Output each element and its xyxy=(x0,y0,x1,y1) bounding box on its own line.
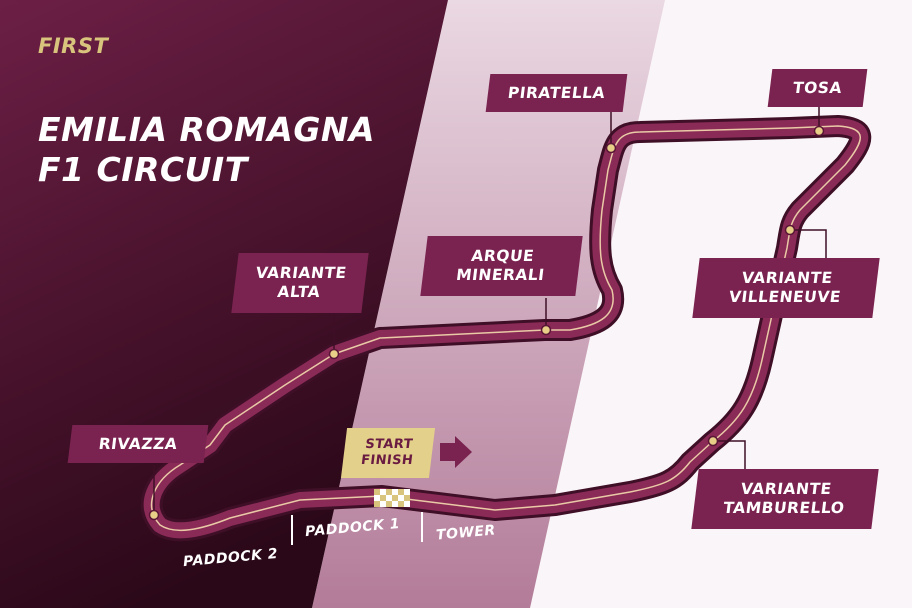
marker-variante-tamburello xyxy=(707,435,719,447)
corner-label-variante-villeneuve: VARIANTE VILLENEUVE xyxy=(692,258,880,318)
direction-arrow xyxy=(440,436,472,468)
page-title-line2: F1 CIRCUIT xyxy=(38,150,248,189)
start-finish-label: START FINISH xyxy=(340,428,436,478)
corner-label-piratella: PIRATELLA xyxy=(485,74,628,112)
marker-variante-alta xyxy=(328,348,340,360)
start-text: START xyxy=(364,436,414,452)
marker-variante-villeneuve xyxy=(784,224,796,236)
corner-markers xyxy=(148,125,825,521)
corner-label-tosa: TOSA xyxy=(767,69,868,107)
finish-text: FINISH xyxy=(360,453,415,468)
brand-label: FIRST xyxy=(38,34,109,58)
corner-label-arque-minerali: ARQUE MINERALI xyxy=(420,236,583,296)
corner-text: VARIANTE xyxy=(739,480,833,499)
marker-rivazza xyxy=(148,509,160,521)
corner-label-rivazza: RIVAZZA xyxy=(67,425,209,463)
zone-divider xyxy=(291,515,293,545)
checkered-flag xyxy=(374,489,410,507)
marker-tosa xyxy=(813,125,825,137)
leader-tamburello xyxy=(713,440,746,470)
leader-lines xyxy=(153,105,827,515)
page-title-line1: EMILIA ROMAGNA xyxy=(38,110,376,149)
marker-arque-minerali xyxy=(540,324,552,336)
marker-piratella xyxy=(605,142,617,154)
corner-text: VILLENEUVE xyxy=(727,288,842,306)
corner-label-variante-tamburello: VARIANTE TAMBURELLO xyxy=(691,469,879,529)
corner-text: PIRATELLA xyxy=(506,83,607,102)
corner-text: TOSA xyxy=(791,78,844,97)
corner-text: TAMBURELLO xyxy=(722,499,846,517)
corner-text: ALTA xyxy=(276,283,322,301)
corner-text: MINERALI xyxy=(455,266,546,284)
zone-divider xyxy=(421,512,423,542)
corner-label-variante-alta: VARIANTE ALTA xyxy=(231,253,369,313)
corner-text: VARIANTE xyxy=(740,269,834,288)
corner-text: VARIANTE xyxy=(254,264,348,283)
leader-villeneuve xyxy=(790,229,827,258)
corner-text: RIVAZZA xyxy=(97,434,179,453)
corner-text: ARQUE xyxy=(470,247,536,266)
